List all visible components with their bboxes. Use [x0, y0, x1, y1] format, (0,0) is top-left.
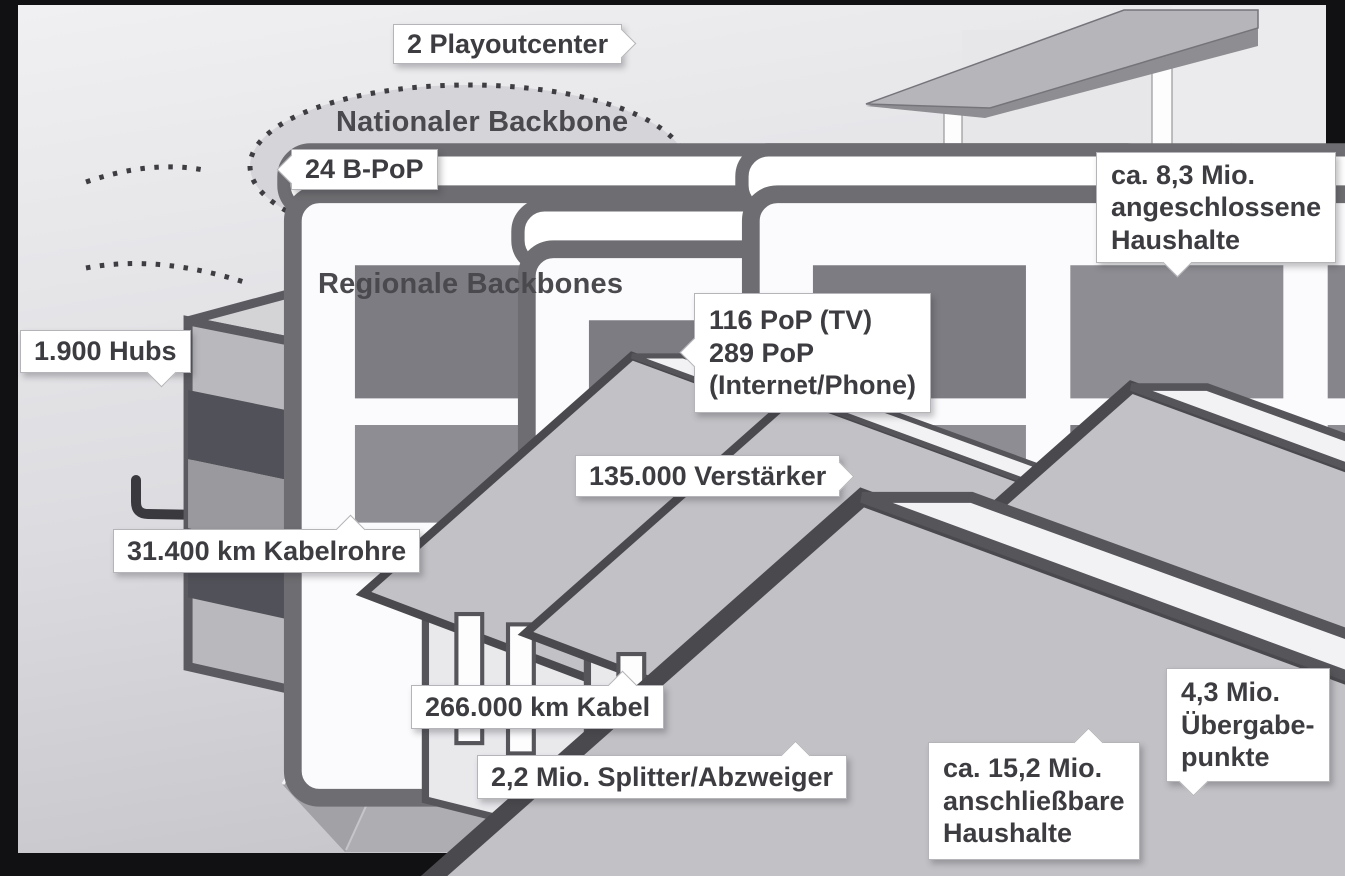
regional-backbones-label: Regionale Backbones [318, 268, 624, 300]
callout-angeschlossene-haushalte: ca. 8,3 Mio. angeschlossene Haushalte [1096, 152, 1337, 278]
cable-kabelrohre [131, 475, 854, 531]
callout-playoutcenter: 2 Playoutcenter [393, 24, 637, 64]
national-backbone-label: Nationaler Backbone [336, 106, 629, 138]
callout-uebergabepunkte: 4,3 Mio. Übergabe- punkte [1166, 668, 1330, 797]
callout-kabelrohre: 31.400 km Kabelrohre [113, 514, 421, 573]
callout-anschliessbare-haushalte: ca. 15,2 Mio. anschließbare Haushalte [928, 727, 1140, 860]
dotted-link-left-upper [85, 164, 205, 185]
callout-hubs: 1.900 Hubs [20, 330, 191, 388]
callout-pop: 116 PoP (TV) 289 PoP (Internet/Phone) [679, 293, 931, 413]
callout-verstaerker: 135.000 Verstärker [575, 455, 855, 497]
roof [865, 9, 1259, 109]
callout-kabel: 266.000 km Kabel [411, 670, 665, 729]
callout-splitter: 2,2 Mio. Splitter/Abzweiger [477, 740, 848, 799]
callout-bpop: 24 B-PoP [276, 149, 438, 190]
dotted-link-left-lower [85, 261, 251, 287]
